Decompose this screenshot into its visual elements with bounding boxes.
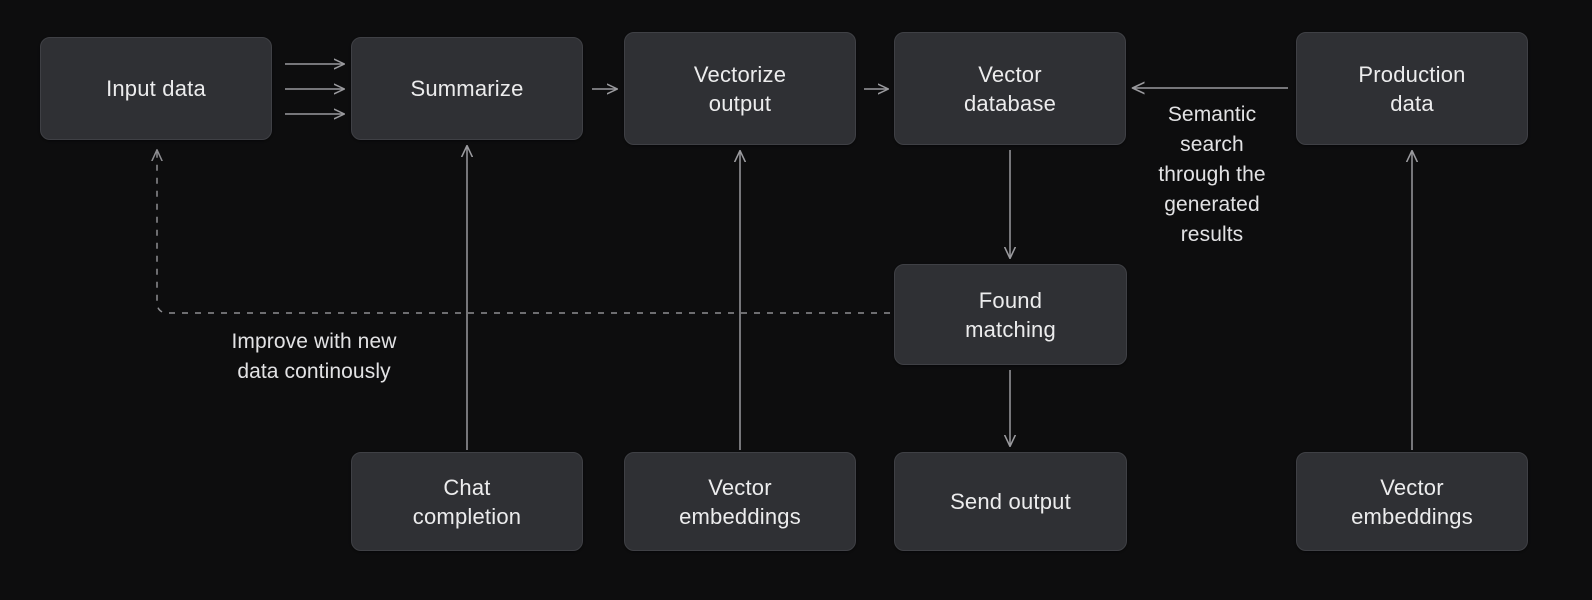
node-vector-embeddings-mid[interactable]: Vector embeddings — [624, 452, 856, 551]
edge-label-semantic-search: Semantic search through the generated re… — [1158, 103, 1266, 246]
node-chat-completion[interactable]: Chat completion — [351, 452, 583, 551]
node-input-data[interactable]: Input data — [40, 37, 272, 140]
node-production-data[interactable]: Production data — [1296, 32, 1528, 145]
edge-input-to-summarize-group — [285, 64, 344, 114]
node-vectorize-output[interactable]: Vectorize output — [624, 32, 856, 145]
node-vector-database[interactable]: Vector database — [894, 32, 1126, 145]
node-vector-embeddings-right[interactable]: Vector embeddings — [1296, 452, 1528, 551]
node-send-output[interactable]: Send output — [894, 452, 1127, 551]
edge-label-improve-loop: Improve with new data continously — [231, 330, 397, 383]
node-summarize[interactable]: Summarize — [351, 37, 583, 140]
edge-found-to-input-feedback — [157, 150, 890, 314]
node-found-matching[interactable]: Found matching — [894, 264, 1127, 365]
